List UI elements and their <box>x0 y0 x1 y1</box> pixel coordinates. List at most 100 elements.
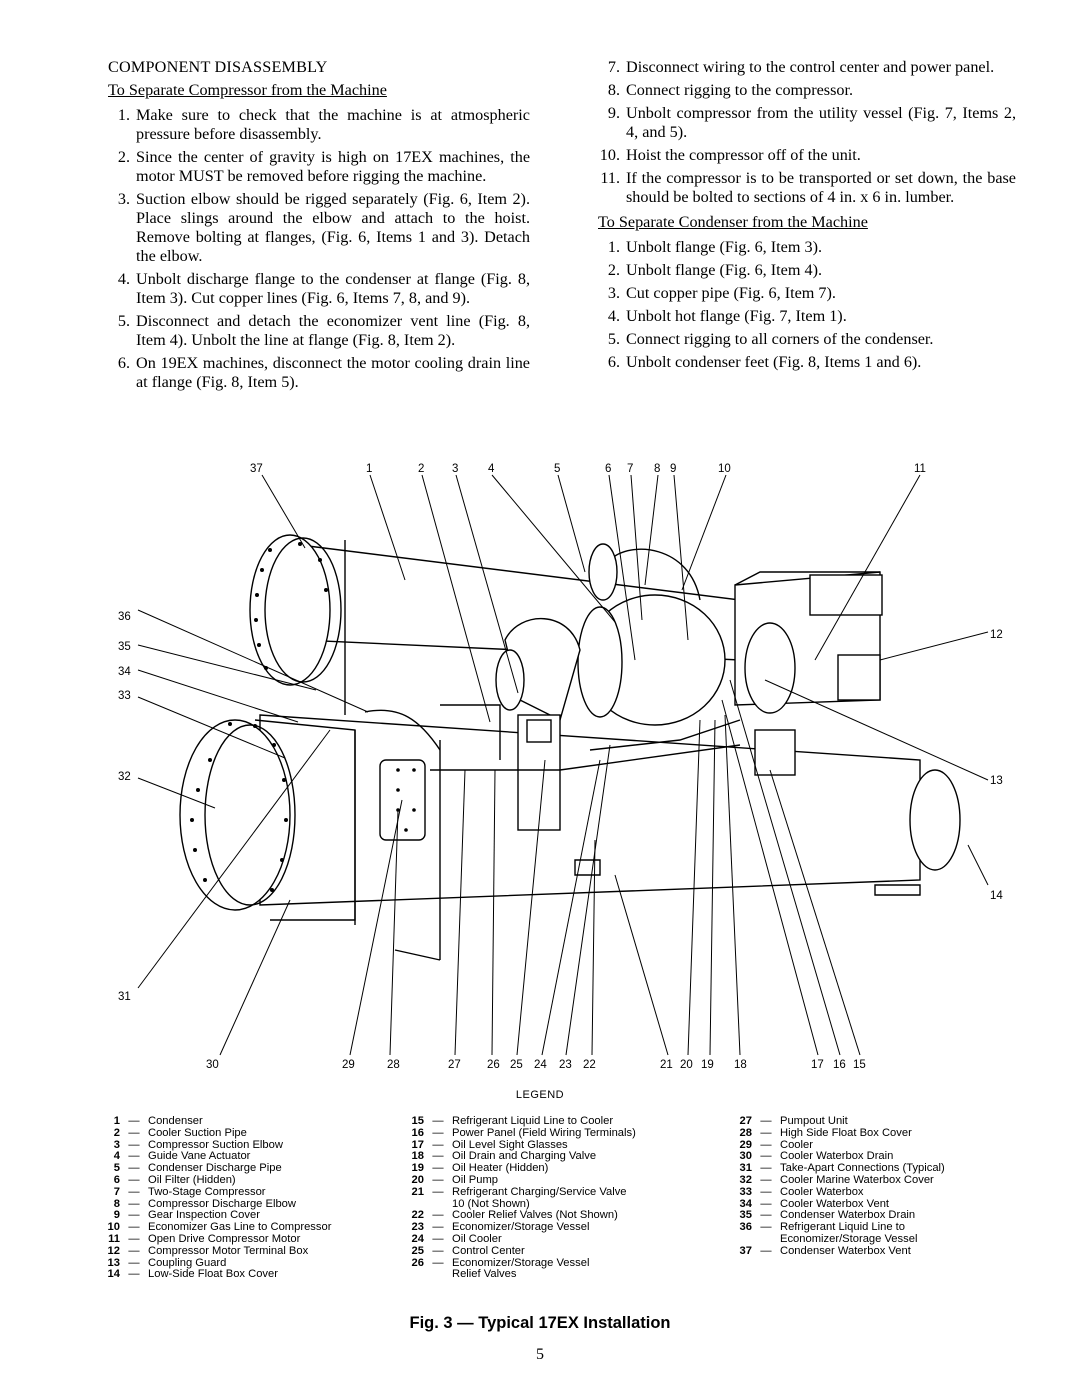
list-item: 3.Suction elbow should be rigged separat… <box>117 190 530 265</box>
callout-28: 28 <box>387 1059 400 1071</box>
callout-13: 13 <box>990 775 1003 787</box>
list-item: 10.Hoist the compressor off of the unit. <box>599 146 861 164</box>
legend-item: 18—Oil Drain and Charging Valve <box>411 1150 597 1163</box>
callout-8: 8 <box>654 463 660 475</box>
callout-23: 23 <box>559 1059 572 1071</box>
callout-1: 1 <box>366 463 372 475</box>
callout-9: 9 <box>670 463 676 475</box>
callout-4: 4 <box>488 463 495 475</box>
legend-item: 24—Oil Cooler <box>411 1232 502 1245</box>
legend-item: 33—Cooler Waterbox <box>739 1185 864 1198</box>
legend-item: 10—Economizer Gas Line to Compressor <box>107 1221 332 1234</box>
callout-12: 12 <box>990 629 1003 641</box>
callout-35: 35 <box>118 641 131 653</box>
legend-item: 15—Refrigerant Liquid Line to Cooler <box>411 1115 614 1127</box>
legend-item: 6—Oil Filter (Hidden) <box>113 1173 236 1186</box>
list-item: 2.Since the center of gravity is high on… <box>117 148 530 185</box>
callout-29: 29 <box>342 1059 355 1071</box>
list-item: 1.Unbolt flange (Fig. 6, Item 3). <box>607 238 823 256</box>
compressor-steps-continued: 7.Disconnect wiring to the control cente… <box>598 58 1016 207</box>
legend-item: 32—Cooler Marine Waterbox Cover <box>739 1173 934 1186</box>
callout-32: 32 <box>118 771 131 783</box>
legend-item: 26—Economizer/Storage Vessel <box>411 1256 590 1269</box>
legend-item: 13—Coupling Guard <box>107 1256 227 1269</box>
legend-item: 29—Cooler <box>739 1138 813 1151</box>
legend-column-3: 27—Pumpout Unit 28—High Side Float Box C… <box>730 1115 945 1258</box>
callout-19: 19 <box>701 1059 714 1071</box>
legend-item: 31—Take-Apart Connections (Typical) <box>739 1162 945 1175</box>
legend-item: 8—Compressor Discharge Elbow <box>113 1197 296 1210</box>
legend-item: 5—Condenser Discharge Pipe <box>113 1162 282 1175</box>
legend-item: 37—Condenser Waterbox Vent <box>739 1244 911 1257</box>
legend-item: 12—Compressor Motor Terminal Box <box>107 1244 309 1257</box>
legend-item: 9—Gear Inspection Cover <box>113 1209 260 1222</box>
list-item: 3.Cut copper pipe (Fig. 6, Item 7). <box>607 284 836 302</box>
compressor-subheading: To Separate Compressor from the Machine <box>108 81 387 99</box>
legend-item: 28—High Side Float Box Cover <box>739 1126 912 1139</box>
legend-item: 36—Refrigerant Liquid Line to <box>739 1221 906 1234</box>
callout-22: 22 <box>583 1059 596 1071</box>
legend-item: 10 (Not Shown) <box>452 1197 530 1210</box>
legend-title: LEGEND <box>515 1089 565 1101</box>
legend-item: 35—Condenser Waterbox Drain <box>739 1209 916 1222</box>
legend-item: 3—Compressor Suction Elbow <box>113 1138 283 1151</box>
left-column: COMPONENT DISASSEMBLY To Separate Compre… <box>108 58 530 396</box>
list-item: 8.Connect rigging to the compressor. <box>607 81 854 99</box>
callout-30: 30 <box>206 1059 219 1071</box>
legend-column-1: 1—Condenser 2—Cooler Suction Pipe 3—Comp… <box>98 1115 332 1281</box>
right-column: 7.Disconnect wiring to the control cente… <box>598 58 1016 376</box>
callout-36: 36 <box>118 611 131 623</box>
legend-item: 16—Power Panel (Field Wiring Terminals) <box>411 1126 636 1139</box>
list-item: 6.On 19EX machines, disconnect the motor… <box>117 354 530 391</box>
callout-25: 25 <box>510 1059 523 1071</box>
legend-item: 14—Low-Side Float Box Cover <box>107 1268 278 1281</box>
compressor-steps: 1.Make sure to check that the machine is… <box>108 106 530 392</box>
legend-item: Economizer/Storage Vessel <box>780 1232 918 1245</box>
callout-5: 5 <box>554 463 560 475</box>
callout-26: 26 <box>487 1059 500 1071</box>
legend-item: 17—Oil Level Sight Glasses <box>411 1138 568 1151</box>
page-number: 5 <box>536 1346 544 1363</box>
callout-16: 16 <box>833 1059 846 1071</box>
callout-10: 10 <box>718 463 731 475</box>
figure-caption: Fig. 3 — Typical 17EX Installation <box>409 1314 671 1332</box>
legend-item: 23—Economizer/Storage Vessel <box>411 1221 590 1234</box>
callout-11: 11 <box>914 463 926 475</box>
machine-drawing <box>179 534 961 961</box>
callout-18: 18 <box>734 1059 747 1071</box>
legend-item: 19—Oil Heater (Hidden) <box>411 1162 549 1175</box>
list-item: 9.Unbolt compressor from the utility ves… <box>607 104 1016 141</box>
callout-21: 21 <box>660 1059 673 1071</box>
legend-item: 2—Cooler Suction Pipe <box>113 1126 247 1139</box>
callout-2: 2 <box>418 463 424 475</box>
callout-34: 34 <box>118 666 131 678</box>
legend-item: 11—Open Drive Compressor Motor <box>108 1232 301 1245</box>
bolt-pattern <box>190 542 416 892</box>
callout-7: 7 <box>627 463 633 475</box>
list-item: 4.Unbolt hot flange (Fig. 7, Item 1). <box>607 307 847 325</box>
callout-20: 20 <box>680 1059 693 1071</box>
condenser-subheading: To Separate Condenser from the Machine <box>598 213 868 231</box>
callout-24: 24 <box>534 1059 547 1071</box>
callout-leaders <box>137 474 989 1056</box>
list-item: 5.Connect rigging to all corners of the … <box>607 330 934 348</box>
callout-15: 15 <box>853 1059 866 1071</box>
legend-item: 20—Oil Pump <box>411 1173 499 1186</box>
condenser-steps: 1.Unbolt flange (Fig. 6, Item 3). 2.Unbo… <box>598 238 1016 372</box>
legend-item: 22—Cooler Relief Valves (Not Shown) <box>411 1209 618 1222</box>
list-item: 2.Unbolt flange (Fig. 6, Item 4). <box>607 261 823 279</box>
callout-33: 33 <box>118 690 131 702</box>
legend-item: 30—Cooler Waterbox Drain <box>739 1150 894 1163</box>
legend-item: 1—Condenser <box>113 1115 203 1127</box>
section-heading: COMPONENT DISASSEMBLY <box>108 58 328 76</box>
callout-6: 6 <box>605 463 611 475</box>
list-item: 4.Unbolt discharge flange to the condens… <box>117 270 530 307</box>
callout-labels: 37 1 2 3 4 5 6 7 8 9 10 11 36 35 34 33 1… <box>118 463 1003 1071</box>
callout-3: 3 <box>452 463 458 475</box>
legend-item: 25—Control Center <box>411 1244 525 1257</box>
list-item: 6.Unbolt condenser feet (Fig. 8, Items 1… <box>607 353 922 371</box>
legend-item: 7—Two-Stage Compressor <box>113 1185 266 1198</box>
callout-27: 27 <box>448 1059 461 1071</box>
callout-17: 17 <box>811 1059 824 1071</box>
machine-illustration: 37 1 2 3 4 5 6 7 8 9 10 11 36 35 34 33 1… <box>118 463 1003 1071</box>
